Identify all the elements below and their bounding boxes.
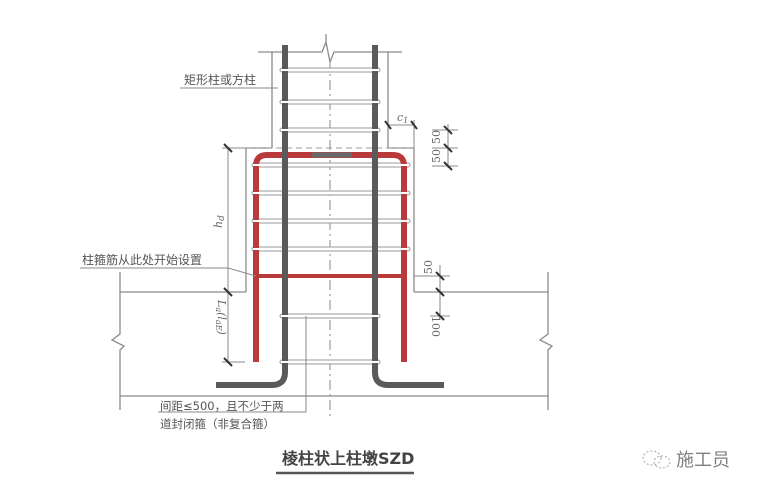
lower-spacing-100-label: 100 <box>429 316 442 337</box>
concrete-outline <box>110 34 554 410</box>
column-longitudinal-bars <box>216 45 444 388</box>
spacing-note-line2: 道封闭箍（非复合箍） <box>160 417 275 431</box>
pedestal-height-label: hd <box>212 215 227 228</box>
spacing-note-line1: 间距≤500，且不少于两 <box>160 399 284 413</box>
stirrup-start-label: 柱箍筋从此处开始设置 <box>82 252 202 267</box>
top-spacing-1-label: 50 <box>430 130 443 144</box>
column-stirrups <box>251 67 411 365</box>
anchorage-label: La(laE) <box>214 299 228 335</box>
lower-spacing-50-label: 50 <box>422 260 435 274</box>
dimension-ticks <box>223 120 453 367</box>
column-type-label: 矩形柱或方柱 <box>184 72 256 87</box>
top-spacing-2-label: 50 <box>430 149 443 163</box>
cover-dimension-label: c1 <box>397 111 408 125</box>
wechat-icon <box>642 450 671 469</box>
watermark-text: 施工员 <box>676 450 730 471</box>
watermark: 施工员 <box>642 450 730 471</box>
diagram-title: 棱柱状上柱墩SZD <box>282 449 414 468</box>
bar-crossing-highlights <box>253 69 407 363</box>
